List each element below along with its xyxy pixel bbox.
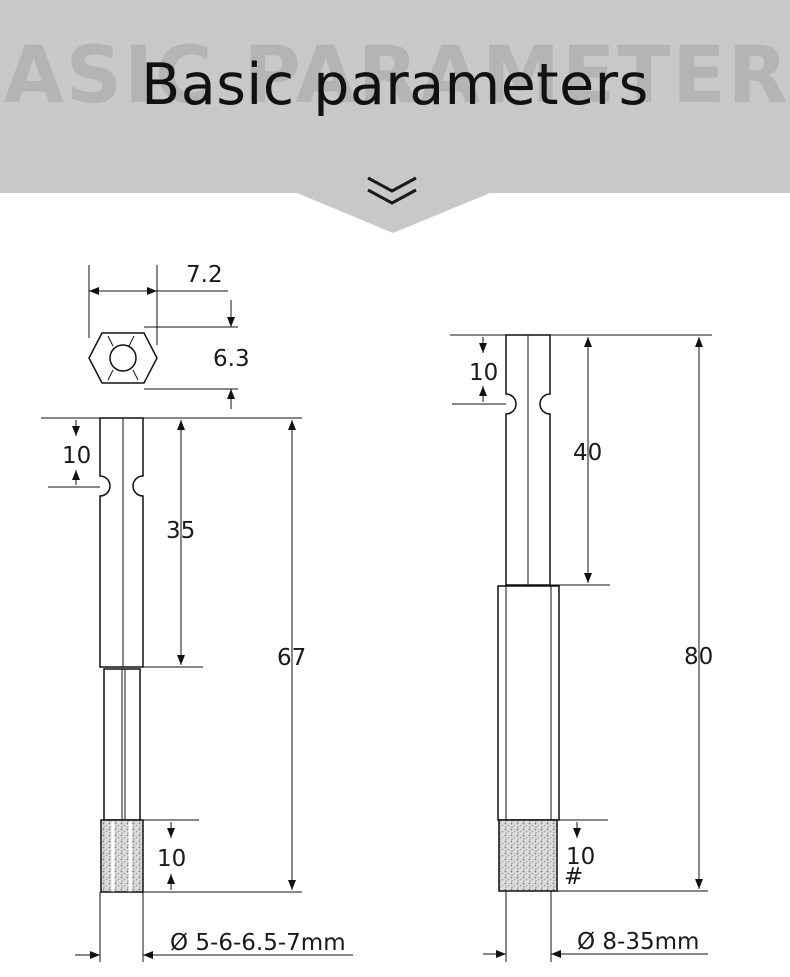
double-chevron-down-icon [367, 176, 417, 205]
banner-watermark: BASIC PARAMETERS [0, 31, 790, 121]
left-bit [41, 265, 353, 962]
right-diameter-label: Ø 8-35mm [577, 929, 699, 955]
right-shank-length-label: 40 [573, 440, 602, 466]
right-groove-offset-label: 10 [469, 360, 498, 386]
header-banner: BASIC PARAMETERS [0, 0, 790, 233]
hex-cross-section [88, 332, 158, 384]
right-bit [450, 334, 712, 962]
left-groove-offset-label: 10 [62, 443, 91, 469]
right-tip-length-label: 10 [566, 844, 595, 870]
hex-height-label: 6.3 [213, 346, 250, 372]
right-diamond-tip [498, 819, 558, 892]
left-diameter-label: Ø 5-6-6.5-7mm [170, 930, 346, 956]
right-total-length-label: 80 [684, 644, 713, 670]
left-total-length-label: 67 [277, 645, 306, 671]
left-shank [99, 417, 144, 668]
left-diamond-tip [100, 819, 144, 893]
right-tip-mark: # [564, 864, 583, 890]
left-tip-length-label: 10 [157, 846, 186, 872]
banner-background [0, 0, 790, 233]
right-tube [497, 585, 560, 821]
left-shank-length-label: 35 [166, 518, 195, 544]
hex-width-label: 7.2 [186, 262, 223, 288]
page-title: Basic parameters [141, 52, 649, 118]
